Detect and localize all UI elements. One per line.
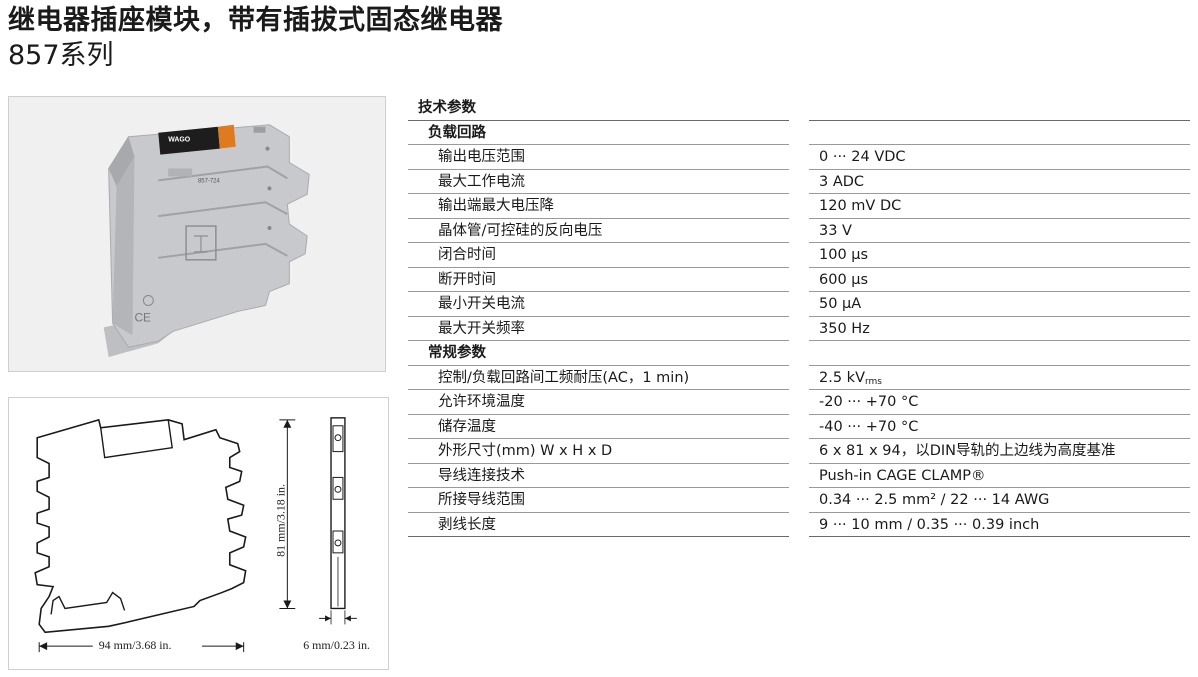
- spec-value: 50 µA: [809, 292, 1190, 317]
- table-row: 允许环境温度 -20 ··· +70 °C: [408, 390, 1190, 415]
- page-subtitle: 857系列: [8, 40, 114, 71]
- table-row: 输出端最大电压降 120 mV DC: [408, 194, 1190, 219]
- spec-value: 3 ADC: [809, 170, 1190, 194]
- product-photo: WAGO 857-724 CE: [8, 96, 386, 372]
- spec-label: 闭合时间: [408, 243, 789, 268]
- brand-logo: WAGO: [168, 137, 191, 144]
- spec-value-main: 2.5 kV: [819, 369, 865, 386]
- spec-label: 控制/负载回路间工频耐压(AC，1 min): [408, 366, 789, 390]
- table-row: 最小开关电流 50 µA: [408, 292, 1190, 317]
- spec-value: 9 ··· 10 mm / 0.35 ··· 0.39 inch: [809, 513, 1190, 537]
- table-row: 外形尺寸(mm) W x H x D 6 x 81 x 94，以DIN导轨的上边…: [408, 439, 1190, 464]
- spec-label: 外形尺寸(mm) W x H x D: [408, 439, 789, 464]
- table-row: 导线连接技术 Push-in CAGE CLAMP®: [408, 464, 1190, 488]
- table-row: 最大开关频率 350 Hz: [408, 317, 1190, 341]
- table-row: 晶体管/可控硅的反向电压 33 V: [408, 219, 1190, 243]
- section-title: 负载回路: [408, 121, 789, 145]
- width-dimension-label: 94 mm/3.68 in.: [99, 638, 172, 652]
- table-row: 输出电压范围 0 ··· 24 VDC: [408, 145, 1190, 170]
- spec-value: 600 µs: [809, 268, 1190, 292]
- spec-value: 120 mV DC: [809, 194, 1190, 219]
- spec-value-subscript: rms: [865, 376, 882, 387]
- spec-heading: 技术参数: [408, 96, 789, 121]
- spec-value: 100 µs: [809, 243, 1190, 268]
- spec-table: 技术参数 负载回路 输出电压范围 0 ··· 24 VDC 最大工作电流 3 A…: [408, 96, 1190, 537]
- spec-value: 0 ··· 24 VDC: [809, 145, 1190, 170]
- spec-value: 2.5 kVrms: [809, 366, 1190, 390]
- spec-label: 最大工作电流: [408, 170, 789, 194]
- table-row: 所接导线范围 0.34 ··· 2.5 mm² / 22 ··· 14 AWG: [408, 488, 1190, 513]
- spec-value: 33 V: [809, 219, 1190, 243]
- spec-label: 所接导线范围: [408, 488, 789, 513]
- height-dimension-label: 81 mm/3.18 in.: [273, 484, 287, 557]
- svg-text:CE: CE: [134, 310, 151, 324]
- spec-value: 0.34 ··· 2.5 mm² / 22 ··· 14 AWG: [809, 488, 1190, 513]
- spec-value: -20 ··· +70 °C: [809, 390, 1190, 415]
- page-title: 继电器插座模块，带有插拔式固态继电器: [8, 5, 503, 36]
- table-row: 储存温度 -40 ··· +70 °C: [408, 415, 1190, 439]
- spec-label: 导线连接技术: [408, 464, 789, 488]
- model-label: 857-724: [198, 178, 220, 184]
- section-row: 负载回路: [408, 121, 1190, 145]
- spec-label: 最小开关电流: [408, 292, 789, 317]
- spec-label: 储存温度: [408, 415, 789, 439]
- table-row: 断开时间 600 µs: [408, 268, 1190, 292]
- spec-value: 6 x 81 x 94，以DIN导轨的上边线为高度基准: [809, 439, 1190, 464]
- table-row: 剥线长度 9 ··· 10 mm / 0.35 ··· 0.39 inch: [408, 513, 1190, 537]
- spec-label: 输出端最大电压降: [408, 194, 789, 219]
- spec-heading-row: 技术参数: [408, 96, 1190, 121]
- spec-value: -40 ··· +70 °C: [809, 415, 1190, 439]
- depth-dimension-label: 6 mm/0.23 in.: [303, 638, 370, 652]
- table-row: 控制/负载回路间工频耐压(AC，1 min) 2.5 kVrms: [408, 366, 1190, 390]
- spec-label: 输出电压范围: [408, 145, 789, 170]
- spec-value: 350 Hz: [809, 317, 1190, 341]
- spec-label: 最大开关频率: [408, 317, 789, 341]
- spec-label: 允许环境温度: [408, 390, 789, 415]
- spec-label: 剥线长度: [408, 513, 789, 537]
- table-row: 最大工作电流 3 ADC: [408, 170, 1190, 194]
- spec-label: 断开时间: [408, 268, 789, 292]
- section-title: 常规参数: [408, 341, 789, 366]
- dimension-drawing: 81 mm/3.18 in. 94 mm/3.68 in. 6 mm/0.23 …: [8, 397, 389, 670]
- spec-label: 晶体管/可控硅的反向电压: [408, 219, 789, 243]
- section-row: 常规参数: [408, 341, 1190, 366]
- table-row: 闭合时间 100 µs: [408, 243, 1190, 268]
- spec-value: Push-in CAGE CLAMP®: [809, 464, 1190, 488]
